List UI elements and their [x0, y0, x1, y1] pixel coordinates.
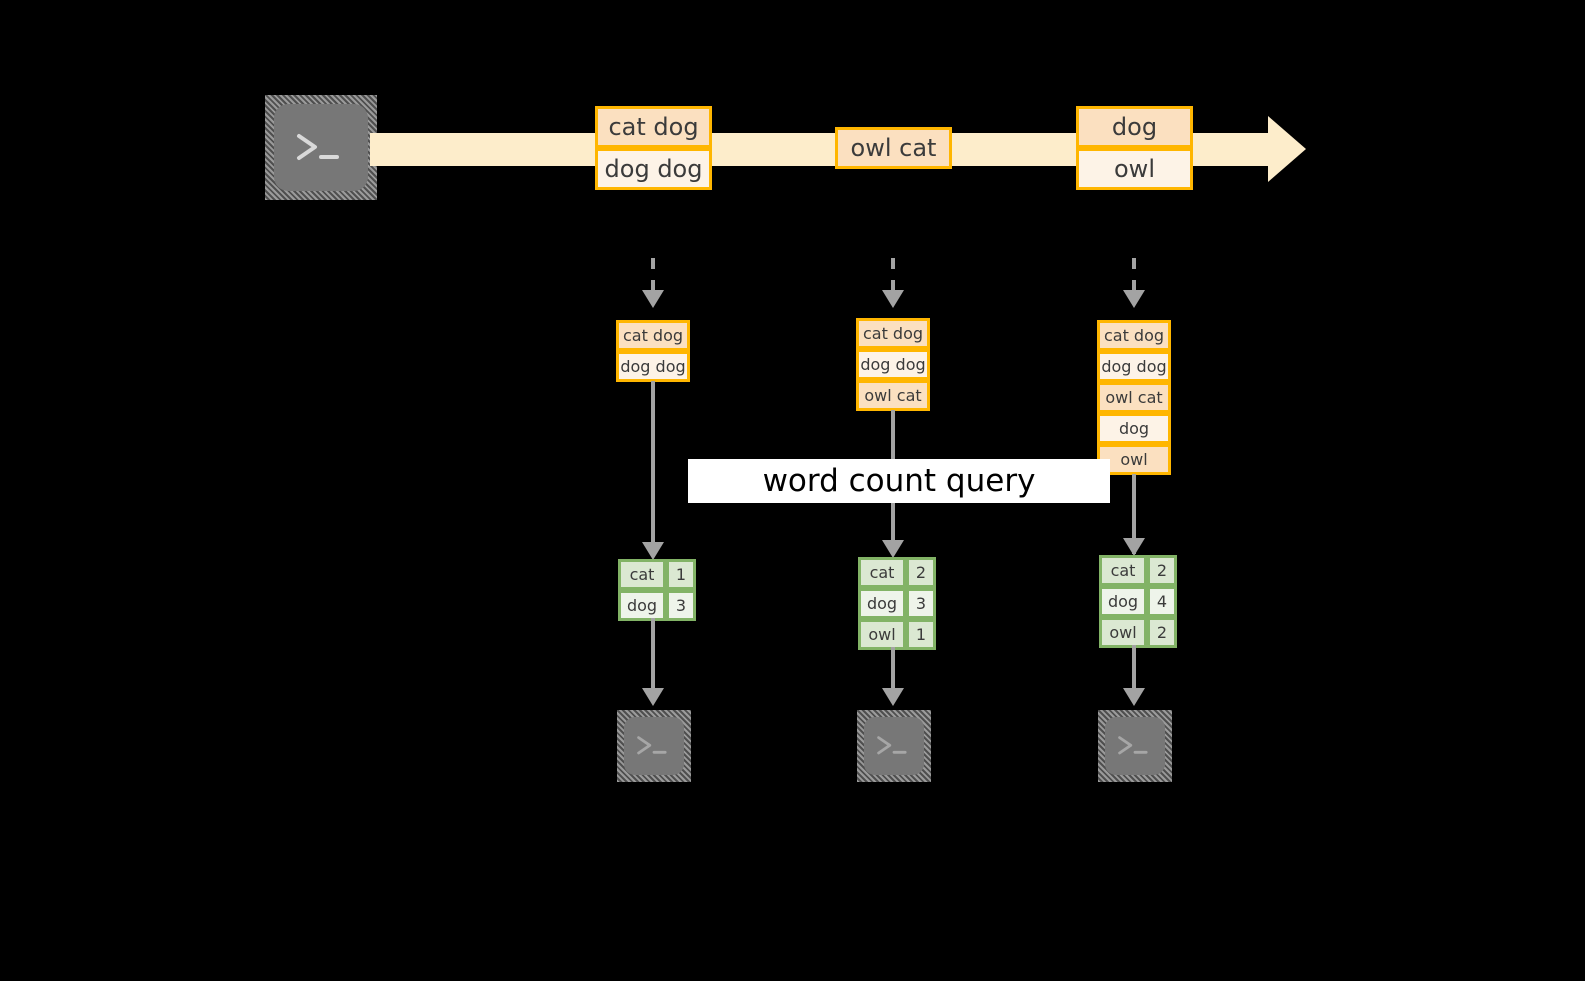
snapshot-1-to-counts-arrowhead: [642, 542, 664, 560]
record-line: owl: [1076, 148, 1193, 190]
count-value: 3: [666, 590, 696, 621]
terminal-prompt-glyph: [617, 710, 691, 782]
snapshot-1-count-table[interactable]: cat 1 dog 3: [618, 559, 696, 621]
table-row: dog 3: [618, 590, 696, 621]
accumulated-line: dog dog: [1097, 351, 1171, 382]
stream-record-batch-2[interactable]: owl cat: [835, 127, 952, 169]
stream-to-snapshot-1-arrowhead: [642, 290, 664, 308]
accumulated-line: dog dog: [856, 349, 930, 380]
count-value: 2: [906, 557, 936, 588]
table-row: owl 2: [1099, 617, 1177, 648]
snapshot-3-sink-terminal-icon[interactable]: [1098, 710, 1172, 782]
count-value: 1: [666, 559, 696, 590]
snapshot-2-to-counts-arrowhead: [882, 540, 904, 558]
stream-to-snapshot-3-dashed-line: [1132, 258, 1136, 296]
count-word: dog: [618, 590, 666, 621]
count-word: owl: [1099, 617, 1147, 648]
terminal-prompt-glyph: [1098, 710, 1172, 782]
terminal-body: [1105, 717, 1165, 775]
source-terminal-icon[interactable]: [265, 95, 377, 200]
table-row: cat 2: [1099, 555, 1177, 586]
count-word: dog: [858, 588, 906, 619]
snapshot-2-to-sink-arrowhead: [882, 688, 904, 706]
count-word: owl: [858, 619, 906, 650]
record-line: dog: [1076, 106, 1193, 148]
event-stream-arrowhead: [1268, 116, 1306, 182]
snapshot-1-to-counts-line: [651, 381, 655, 556]
snapshot-1-accumulated-stack[interactable]: cat dog dog dog: [616, 320, 690, 382]
stream-to-snapshot-1-dashed-line: [651, 258, 655, 296]
table-row: cat 1: [618, 559, 696, 590]
snapshot-3-to-sink-arrowhead: [1123, 688, 1145, 706]
count-value: 4: [1147, 586, 1177, 617]
accumulated-line: cat dog: [616, 320, 690, 351]
table-row: dog 3: [858, 588, 936, 619]
stream-to-snapshot-3-arrowhead: [1123, 290, 1145, 308]
snapshot-2-sink-terminal-icon[interactable]: [857, 710, 931, 782]
record-line: dog dog: [595, 148, 712, 190]
snapshot-1-to-sink-arrowhead: [642, 688, 664, 706]
accumulated-line: dog: [1097, 413, 1171, 444]
snapshot-1-to-sink-line: [651, 618, 655, 698]
terminal-body: [274, 104, 368, 191]
banner-label: word count query: [762, 463, 1036, 499]
stream-record-batch-3[interactable]: dog owl: [1076, 106, 1193, 190]
stream-to-snapshot-2-arrowhead: [882, 290, 904, 308]
table-row: owl 1: [858, 619, 936, 650]
stream-record-batch-1[interactable]: cat dog dog dog: [595, 106, 712, 190]
record-line: cat dog: [595, 106, 712, 148]
accumulated-line: cat dog: [856, 318, 930, 349]
accumulated-line: owl cat: [856, 380, 930, 411]
count-word: cat: [858, 557, 906, 588]
snapshot-3-to-counts-arrowhead: [1123, 538, 1145, 556]
count-word: cat: [618, 559, 666, 590]
snapshot-2-accumulated-stack[interactable]: cat dog dog dog owl cat: [856, 318, 930, 411]
table-row: cat 2: [858, 557, 936, 588]
accumulated-line: cat dog: [1097, 320, 1171, 351]
snapshot-2-count-table[interactable]: cat 2 dog 3 owl 1: [858, 557, 936, 650]
count-word: cat: [1099, 555, 1147, 586]
snapshot-3-to-counts-line: [1132, 474, 1136, 554]
accumulated-line: owl cat: [1097, 382, 1171, 413]
stream-to-snapshot-2-dashed-line: [891, 258, 895, 296]
snapshot-1-sink-terminal-icon[interactable]: [617, 710, 691, 782]
count-word: dog: [1099, 586, 1147, 617]
count-value: 3: [906, 588, 936, 619]
snapshot-2-to-sink-line: [891, 647, 895, 698]
count-value: 2: [1147, 555, 1177, 586]
terminal-body: [624, 717, 684, 775]
count-value: 2: [1147, 617, 1177, 648]
terminal-prompt-glyph: [265, 95, 377, 200]
accumulated-line: dog dog: [616, 351, 690, 382]
terminal-prompt-glyph: [857, 710, 931, 782]
record-line: owl cat: [835, 127, 952, 169]
snapshot-3-to-sink-line: [1132, 645, 1136, 698]
snapshot-3-accumulated-stack[interactable]: cat dog dog dog owl cat dog owl: [1097, 320, 1171, 475]
terminal-body: [864, 717, 924, 775]
word-count-query-banner: word count query: [688, 459, 1110, 503]
table-row: dog 4: [1099, 586, 1177, 617]
snapshot-3-count-table[interactable]: cat 2 dog 4 owl 2: [1099, 555, 1177, 648]
count-value: 1: [906, 619, 936, 650]
